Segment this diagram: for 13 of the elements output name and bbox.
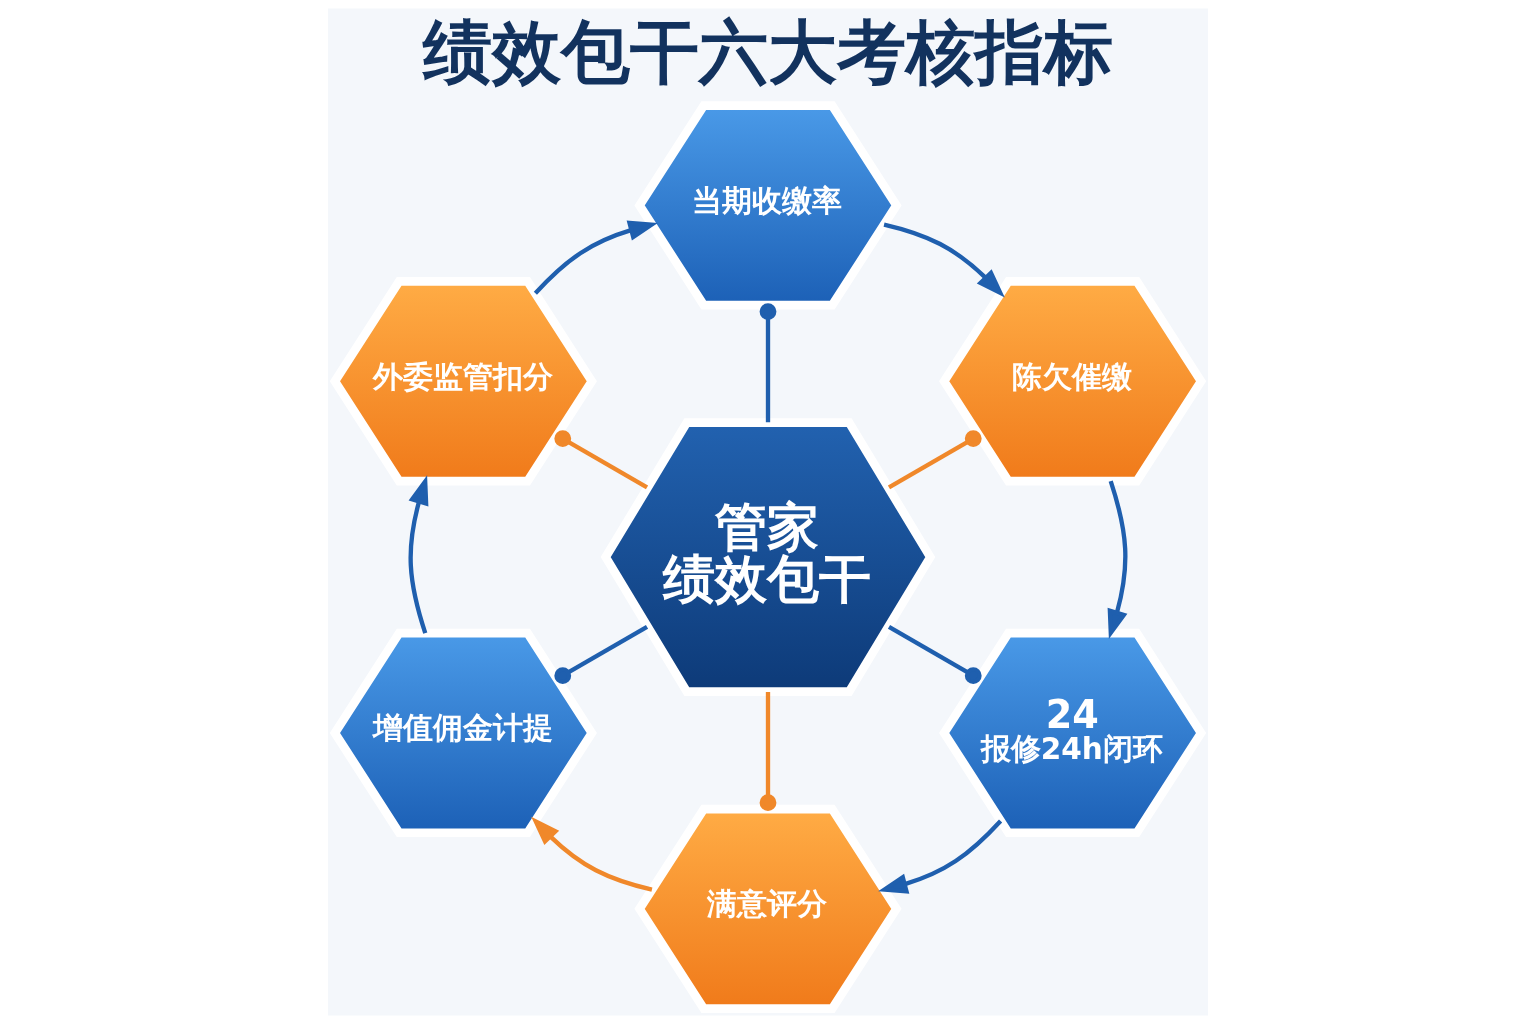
arrow xyxy=(1107,480,1128,640)
arrow xyxy=(408,475,429,634)
arrow xyxy=(878,819,1003,894)
connector xyxy=(554,625,649,685)
diagram-title: 绩效包干六大考核指标 xyxy=(422,12,1113,93)
connector xyxy=(887,625,982,685)
arrow xyxy=(883,222,1005,298)
arrow xyxy=(531,816,653,892)
arrow xyxy=(533,220,658,295)
connector xyxy=(759,692,777,812)
connector xyxy=(554,430,649,490)
connector xyxy=(759,303,777,423)
connector xyxy=(887,430,982,490)
